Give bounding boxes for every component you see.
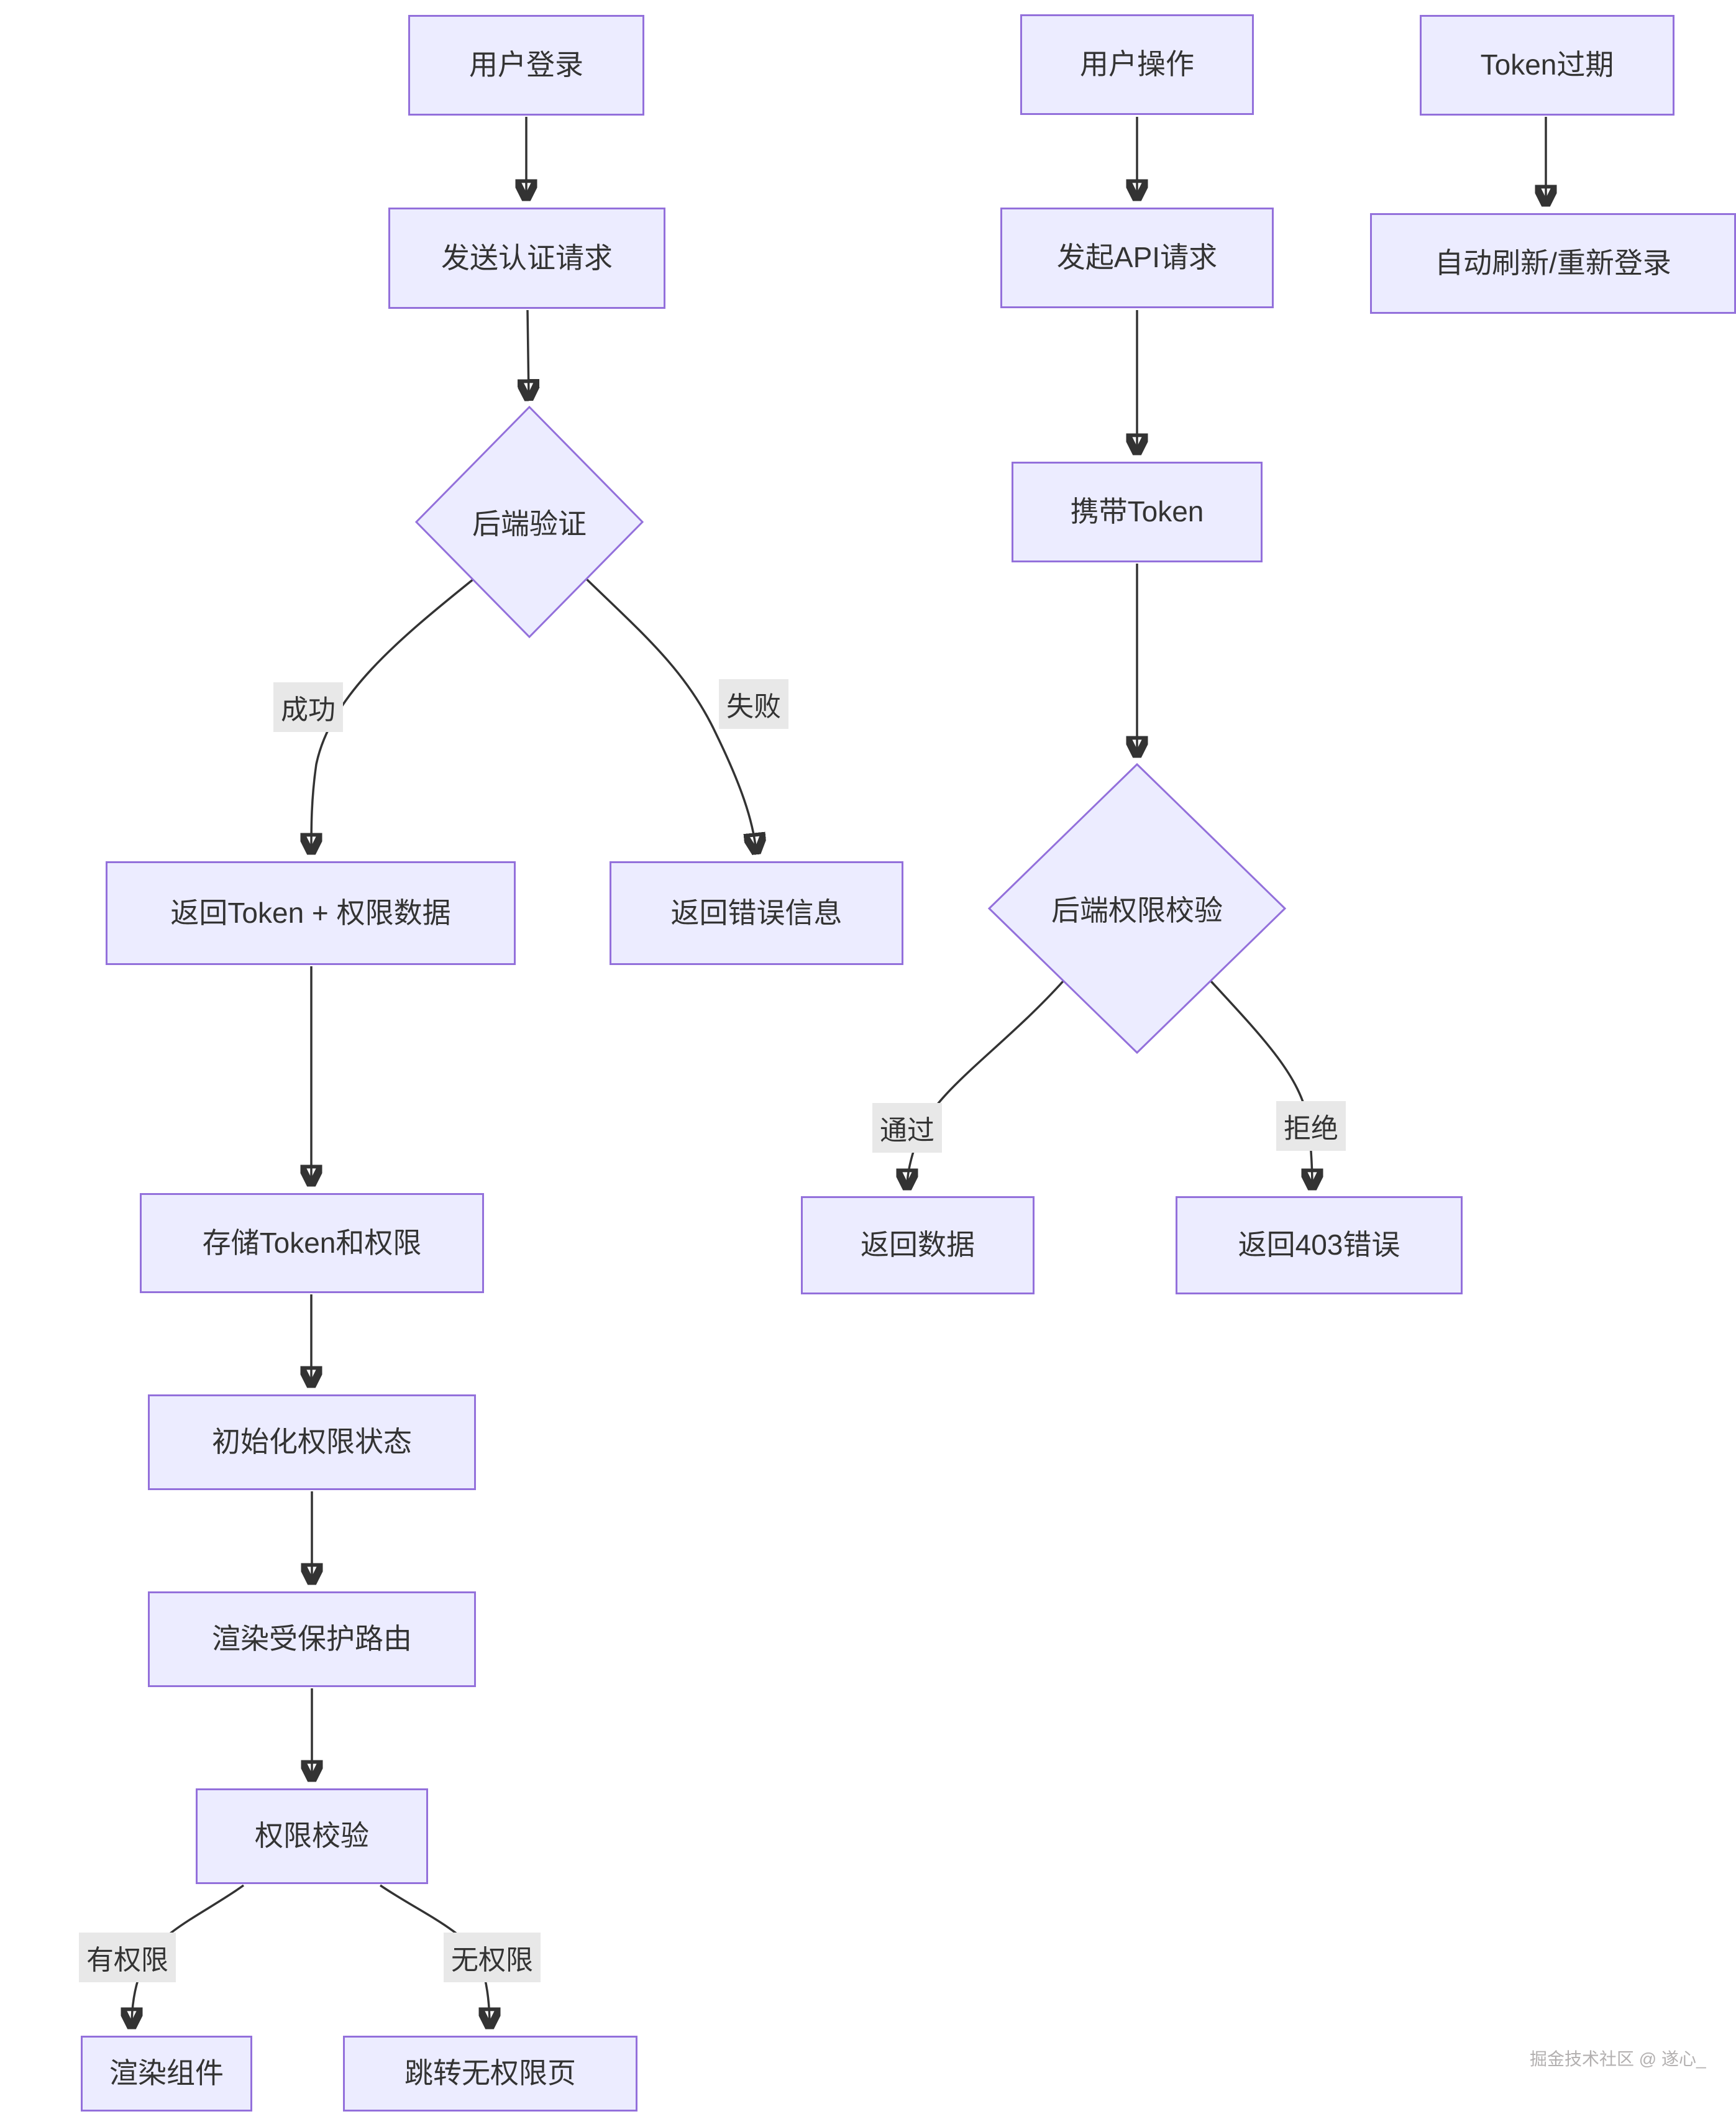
- node-render-protected-label: 渲染受保护路由: [212, 1622, 412, 1655]
- node-redirect-no-perm-label: 跳转无权限页: [404, 2057, 576, 2090]
- node-redirect-no-perm: 跳转无权限页: [343, 2036, 637, 2112]
- node-return-403: 返回403错误: [1176, 1196, 1463, 1294]
- edge-backend-perm-reject: [1209, 979, 1312, 1187]
- edge-label-has-perm: 有权限: [79, 1933, 176, 1982]
- node-return-data-label: 返回数据: [861, 1229, 975, 1261]
- node-send-auth-label: 发送认证请求: [441, 241, 613, 274]
- node-perm-check-label: 权限校验: [255, 1819, 369, 1852]
- edge-label-pass: 通过: [872, 1103, 942, 1153]
- edge-label-success: 成功: [273, 682, 343, 732]
- node-login-label: 用户登录: [469, 48, 583, 81]
- node-return-403-label: 返回403错误: [1238, 1229, 1400, 1261]
- node-return-error: 返回错误信息: [610, 861, 903, 965]
- node-render-component: 渲染组件: [81, 2036, 252, 2112]
- node-store-token: 存储Token和权限: [140, 1193, 484, 1293]
- node-backend-perm-check-shape: [987, 762, 1287, 1055]
- node-api-request-label: 发起API请求: [1056, 241, 1218, 274]
- node-login: 用户登录: [408, 15, 644, 116]
- node-user-action-label: 用户操作: [1080, 48, 1194, 81]
- node-return-error-label: 返回错误信息: [670, 896, 843, 929]
- node-init-perm: 初始化权限状态: [148, 1394, 476, 1490]
- node-backend-perm-check-label: 后端权限校验: [1051, 894, 1223, 927]
- node-init-perm-label: 初始化权限状态: [212, 1425, 412, 1458]
- node-carry-token-label: 携带Token: [1070, 495, 1204, 528]
- node-auto-refresh: 自动刷新/重新登录: [1370, 213, 1736, 314]
- node-backend-verify-shape: [414, 405, 644, 639]
- node-return-token-label: 返回Token + 权限数据: [170, 896, 451, 929]
- node-token-expired: Token过期: [1420, 15, 1674, 116]
- node-store-token-label: 存储Token和权限: [202, 1226, 422, 1259]
- node-user-action: 用户操作: [1020, 14, 1254, 115]
- node-render-protected: 渲染受保护路由: [148, 1591, 476, 1687]
- node-api-request: 发起API请求: [1000, 208, 1274, 308]
- node-auto-refresh-label: 自动刷新/重新登录: [1435, 247, 1671, 280]
- watermark: 掘金技术社区 @ 遂心_: [1530, 2049, 1706, 2069]
- node-perm-check: 权限校验: [196, 1788, 428, 1884]
- node-token-expired-label: Token过期: [1480, 48, 1614, 81]
- node-render-component-label: 渲染组件: [109, 2057, 224, 2090]
- edge-backend-perm-pass: [907, 979, 1065, 1187]
- edge-send-auth-to-backend-verify: [528, 309, 529, 398]
- edge-label-reject: 拒绝: [1276, 1101, 1346, 1151]
- node-return-data: 返回数据: [801, 1196, 1035, 1294]
- edge-backend-verify-fail: [585, 578, 756, 851]
- node-backend-verify-label: 后端验证: [472, 508, 587, 540]
- edge-label-no-perm: 无权限: [444, 1933, 541, 1982]
- node-carry-token: 携带Token: [1012, 462, 1263, 562]
- node-send-auth: 发送认证请求: [388, 208, 665, 309]
- edge-label-fail: 失败: [719, 679, 788, 729]
- node-return-token: 返回Token + 权限数据: [106, 861, 516, 965]
